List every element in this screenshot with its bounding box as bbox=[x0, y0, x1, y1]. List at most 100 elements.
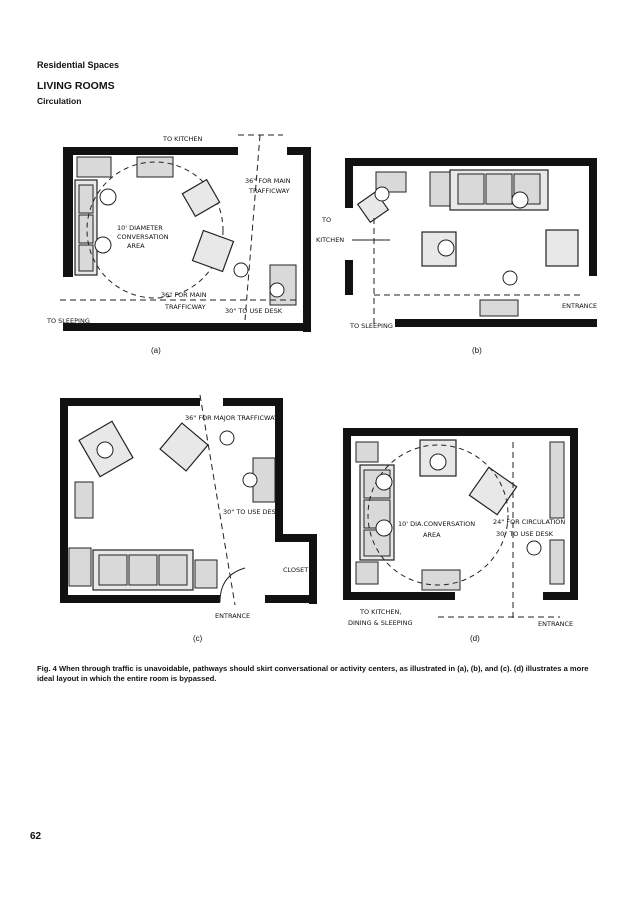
wall bbox=[395, 319, 597, 327]
wall bbox=[60, 595, 220, 603]
label-trafficway: TRAFFICWAY bbox=[248, 187, 290, 195]
side-table bbox=[429, 171, 453, 207]
door-swing bbox=[219, 567, 246, 603]
floor-plan-c: 36" FOR MAJOR TRAFFICWAY 30" TO USE DESK… bbox=[55, 390, 325, 630]
label-entrance: ENTRANCE bbox=[538, 620, 573, 628]
person-figure bbox=[526, 540, 542, 556]
page-number: 62 bbox=[30, 831, 42, 842]
label-to: TO bbox=[321, 216, 331, 224]
person-figure bbox=[375, 473, 393, 491]
sofa-cushion bbox=[78, 214, 94, 244]
side-table bbox=[194, 559, 218, 589]
wall bbox=[543, 592, 578, 600]
conversation-circle bbox=[86, 161, 224, 299]
label-use-desk: 30" TO USE DESK bbox=[496, 530, 554, 538]
person-figure bbox=[219, 430, 235, 446]
person-figure bbox=[437, 239, 455, 257]
label-use-desk: 30" TO USE DESK bbox=[223, 508, 281, 516]
label-conversation: AREA bbox=[423, 531, 441, 539]
wall bbox=[343, 428, 578, 436]
page-title: LIVING ROOMS bbox=[37, 80, 115, 92]
person-figure bbox=[511, 191, 529, 209]
side-table bbox=[355, 561, 379, 585]
sofa-cushion bbox=[485, 173, 513, 205]
wall bbox=[63, 147, 238, 155]
sofa-cushion bbox=[98, 554, 128, 586]
floor-plan-a-drawing: TO KITCHEN 36" FOR MAIN TRAFFICWAY 10' D… bbox=[46, 134, 311, 332]
desk bbox=[549, 441, 565, 519]
armchair bbox=[468, 466, 518, 516]
wall bbox=[345, 158, 597, 166]
wall bbox=[345, 158, 353, 208]
sofa-cushion bbox=[158, 554, 188, 586]
page-subtitle: Circulation bbox=[37, 96, 82, 106]
armchair bbox=[545, 229, 579, 267]
floor-plan-d-drawing: 10' DIA.CONVERSATION AREA 24" FOR CIRCUL… bbox=[343, 428, 578, 628]
person-figure bbox=[502, 270, 518, 286]
floor-plan-b-drawing: TO KITCHEN ENTRANCE TO SLEEPING bbox=[316, 158, 597, 330]
wall bbox=[60, 398, 200, 406]
person-figure bbox=[96, 441, 114, 459]
wall bbox=[345, 260, 353, 295]
person-figure bbox=[99, 188, 117, 206]
section-heading: Residential Spaces bbox=[37, 60, 120, 70]
desk bbox=[269, 264, 297, 306]
label-to-kitchen: TO KITCHEN bbox=[162, 135, 202, 143]
label-use-desk: 30" TO USE DESK bbox=[225, 307, 283, 315]
wall bbox=[309, 534, 317, 604]
label-trafficway: TRAFFICWAY bbox=[164, 303, 206, 311]
armchair bbox=[191, 229, 235, 273]
wall bbox=[275, 398, 283, 538]
plan-a-label: (a) bbox=[151, 346, 161, 355]
armchair bbox=[181, 178, 221, 218]
label-major-trafficway: 36" FOR MAJOR TRAFFICWAY bbox=[185, 414, 278, 422]
label-dining-sleeping: DINING & SLEEPING bbox=[348, 619, 413, 627]
label-closet: CLOSET bbox=[283, 566, 308, 574]
wall bbox=[60, 398, 68, 603]
sofa-cushion bbox=[78, 244, 94, 272]
side-table bbox=[68, 547, 92, 587]
wall bbox=[589, 158, 597, 276]
traffic-path bbox=[199, 394, 236, 606]
person-figure bbox=[242, 472, 258, 488]
label-circulation: 24" FOR CIRCULATION bbox=[493, 518, 565, 526]
wall bbox=[570, 428, 578, 600]
side-table bbox=[549, 539, 565, 585]
floor-plan-b: TO KITCHEN ENTRANCE TO SLEEPING bbox=[316, 150, 610, 340]
plan-b-label: (b) bbox=[472, 346, 482, 355]
wall bbox=[63, 147, 73, 277]
wall bbox=[265, 595, 317, 603]
label-conversation: CONVERSATION bbox=[117, 233, 169, 241]
floor-plan-c-drawing: 36" FOR MAJOR TRAFFICWAY 30" TO USE DESK… bbox=[60, 394, 317, 620]
wall bbox=[343, 428, 351, 600]
person-figure bbox=[233, 262, 249, 278]
side-table bbox=[74, 481, 94, 519]
floor-plan-d: 10' DIA.CONVERSATION AREA 24" FOR CIRCUL… bbox=[338, 420, 608, 630]
side-table bbox=[76, 156, 112, 178]
armchair bbox=[159, 422, 209, 472]
label-conversation: 10' DIA.CONVERSATION bbox=[398, 520, 475, 528]
label-main-pathway: 36" FOR MAIN bbox=[161, 291, 207, 299]
desk bbox=[479, 299, 519, 317]
sofa-cushion bbox=[78, 184, 94, 214]
wall bbox=[287, 147, 311, 155]
plan-c-label: (c) bbox=[193, 634, 203, 643]
label-kitchen: KITCHEN bbox=[316, 236, 344, 244]
label-main-pathway: 36" FOR MAIN bbox=[245, 177, 291, 185]
floor-plan-a: TO KITCHEN 36" FOR MAIN TRAFFICWAY 10' D… bbox=[46, 125, 325, 340]
wall bbox=[223, 398, 283, 406]
person-figure bbox=[374, 186, 390, 202]
side-table bbox=[136, 156, 174, 178]
label-to-kitchen: TO KITCHEN, bbox=[359, 608, 401, 616]
sofa-cushion bbox=[128, 554, 158, 586]
label-entrance: ENTRANCE bbox=[562, 302, 597, 310]
label-conversation: 10' DIAMETER bbox=[117, 224, 163, 232]
label-conversation: AREA bbox=[127, 242, 145, 250]
label-to-sleeping: TO SLEEPING bbox=[349, 322, 393, 330]
wall bbox=[343, 592, 455, 600]
sofa-cushion bbox=[457, 173, 485, 205]
label-to-sleeping: TO SLEEPING bbox=[46, 317, 90, 325]
coffee-table bbox=[421, 569, 461, 591]
person-figure bbox=[375, 519, 393, 537]
person-figure bbox=[269, 282, 285, 298]
